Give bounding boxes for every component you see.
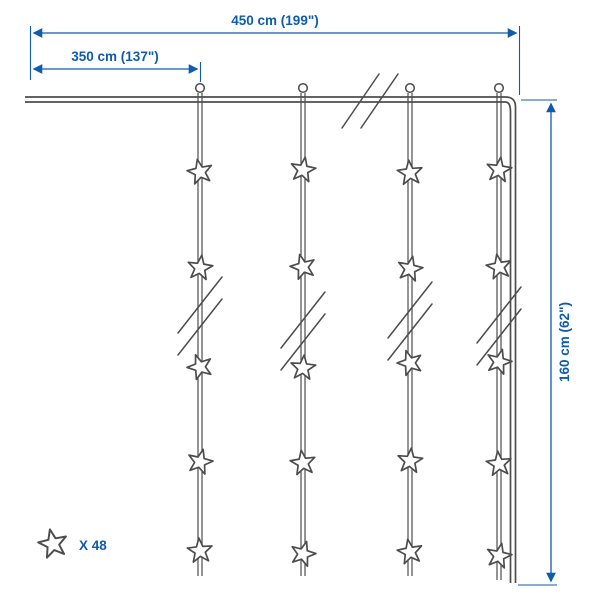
- star-icon: [185, 252, 215, 281]
- star-icon: [185, 536, 215, 564]
- star-icon: [483, 251, 514, 281]
- star-icon: [184, 155, 216, 186]
- hooks: [194, 82, 505, 94]
- hook-icon: [297, 82, 309, 94]
- hook-icon: [404, 82, 416, 94]
- star-icon: [484, 154, 514, 183]
- star-icon: [395, 157, 425, 186]
- star-icon: [288, 353, 318, 381]
- star-icon: [288, 154, 319, 184]
- break-mark-wire: [341, 73, 399, 129]
- strand-stars: [183, 154, 516, 570]
- star-icon: [394, 252, 426, 283]
- star-icon: [393, 345, 426, 378]
- star-icon: [484, 448, 514, 477]
- star-icon: [483, 539, 515, 570]
- hook-icon: [493, 82, 505, 94]
- star-icon: [286, 250, 319, 282]
- dimension-label-height: 160 cm (62"): [557, 302, 572, 382]
- star-count-label: X 48: [79, 538, 107, 553]
- wire-inner-line: [25, 101, 512, 583]
- curtain-wire: [25, 96, 517, 583]
- break-mark-strand: [387, 281, 433, 361]
- hook-icon: [194, 82, 206, 94]
- star-icon: [183, 349, 217, 382]
- star-icon: [288, 447, 318, 476]
- break-mark-strand: [280, 291, 326, 371]
- width-dimension-inner: 350 cm (137"): [32, 49, 202, 82]
- break-marks: [177, 73, 522, 371]
- break-mark-strand: [177, 276, 223, 356]
- height-dimension: 160 cm (62"): [518, 99, 572, 586]
- legend: X 48: [35, 525, 107, 560]
- star-icon: [394, 536, 425, 566]
- dimension-label-total-width: 450 cm (199"): [231, 13, 318, 28]
- star-strands: [197, 93, 502, 580]
- star-icon: [287, 537, 320, 569]
- star-icon: [184, 445, 216, 477]
- break-mark-strand: [476, 286, 522, 366]
- dimension-label-inner-width: 350 cm (137"): [71, 49, 158, 64]
- wire-outer-line: [25, 96, 517, 583]
- star-icon: [395, 445, 425, 474]
- width-dimension-total: 450 cm (199"): [29, 13, 521, 95]
- star-icon: [35, 525, 71, 560]
